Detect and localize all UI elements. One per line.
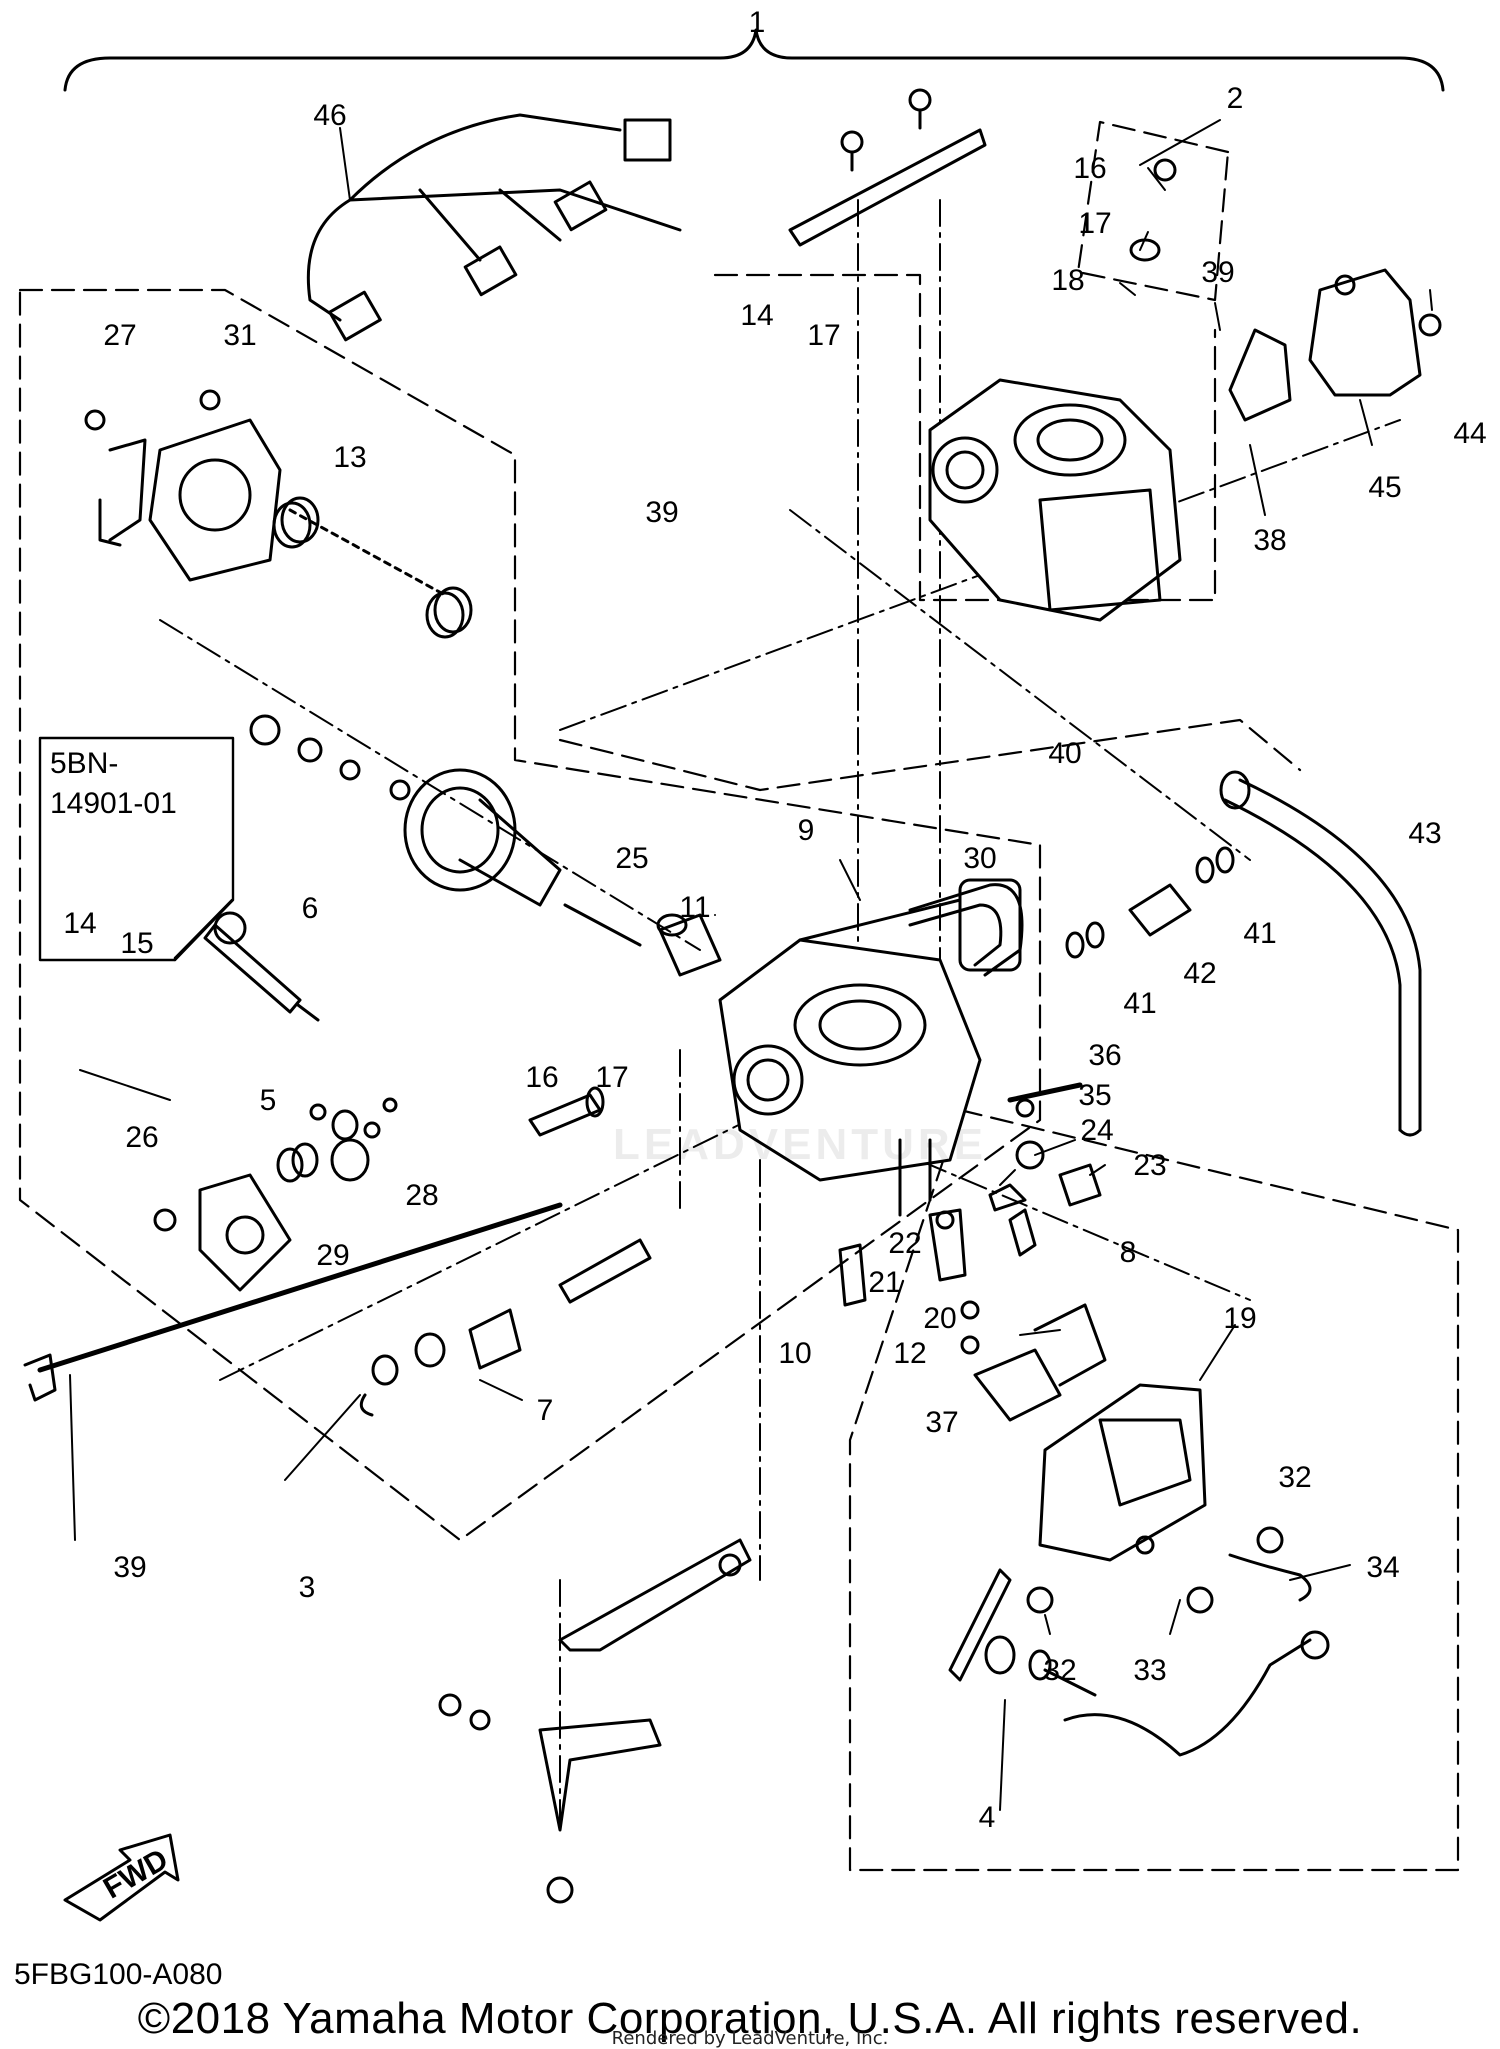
callout-6: 6: [302, 892, 319, 925]
group-outlines: [18, 120, 1460, 1872]
callout-37: 37: [925, 1406, 958, 1439]
float-37: [973, 1303, 1107, 1422]
callout-15: 15: [120, 927, 153, 960]
callout-1: 1: [749, 6, 766, 39]
group-outline-mid: [558, 718, 1302, 792]
callout-10: 10: [778, 1337, 811, 1370]
float-bowl-19: [1038, 1383, 1207, 1562]
callout-30: 30: [963, 842, 996, 875]
copyright-notice: ©2018 Yamaha Motor Corporation, U.S.A. A…: [137, 1994, 1363, 2043]
piston-valve-25: [249, 714, 642, 947]
callout-16b: 16: [525, 1061, 558, 1094]
cover-26: [153, 1138, 370, 1292]
throttle-shaft-39: [23, 1202, 563, 1402]
callout-36: 36: [1088, 1039, 1121, 1072]
callout-5: 5: [260, 1084, 277, 1117]
rendered-by-note: Rendered by LeadVenture, Inc.: [611, 2028, 889, 2049]
pilot-screw-5: [203, 911, 398, 1141]
leader-lines: [69, 119, 1433, 1811]
callout-17b: 17: [807, 319, 840, 352]
needle-jet-7: [359, 1238, 652, 1417]
bottom-brackets: [438, 1538, 752, 1904]
callout-8: 8: [1120, 1236, 1137, 1269]
callout-13: 13: [333, 441, 366, 474]
group-outline-19: [848, 1108, 1460, 1872]
kit-box-line2: 14901-01: [50, 787, 177, 820]
watermark: LEADVENTURE: [612, 1120, 988, 1169]
group-outline-front: [713, 273, 1217, 602]
link-lever: [948, 1526, 1312, 1682]
callout-14b: 14: [63, 907, 96, 940]
tube-42: [1065, 846, 1235, 959]
callout-19: 19: [1223, 1302, 1256, 1335]
callout-41: 41: [1123, 987, 1156, 1020]
callout-9: 9: [798, 814, 815, 847]
diagram-code: 5FBG100-A080: [14, 1958, 223, 1991]
top-bracket: [788, 88, 987, 247]
sensor-45: [1228, 268, 1442, 422]
callout-46: 46: [313, 99, 346, 132]
callout-2: 2: [1227, 82, 1244, 115]
callout-12: 12: [893, 1337, 926, 1370]
callout-34: 34: [1366, 1551, 1399, 1584]
callout-17c: 17: [595, 1061, 628, 1094]
callout-32b: 32: [1043, 1654, 1076, 1687]
callout-35: 35: [1078, 1079, 1111, 1112]
callout-17: 17: [1078, 207, 1111, 240]
callout-25: 25: [615, 842, 648, 875]
callout-21: 21: [868, 1266, 901, 1299]
callout-39: 39: [1201, 256, 1234, 289]
callout-3: 3: [299, 1571, 316, 1604]
callout-40: 40: [1048, 737, 1081, 770]
callout-18: 18: [1051, 264, 1084, 297]
callout-45: 45: [1368, 471, 1401, 504]
callout-7: 7: [537, 1394, 554, 1427]
assembly-brace: [63, 28, 1445, 92]
fuel-hose-43: [1219, 770, 1422, 1137]
wire-harness: [306, 113, 682, 342]
callout-23: 23: [1133, 1149, 1166, 1182]
diaphragm-cover-left: [84, 389, 282, 582]
fwd-arrow: [63, 1833, 180, 1922]
carburetor-body-upper: [928, 378, 1182, 622]
callout-20: 20: [923, 1302, 956, 1335]
throttle-cable-4: [984, 1630, 1330, 1757]
callout-14: 14: [740, 299, 773, 332]
callout-16: 16: [1073, 152, 1106, 185]
callout-32: 32: [1278, 1461, 1311, 1494]
callout-39b: 39: [645, 496, 678, 529]
spring-13: [272, 496, 473, 639]
callout-labels: 1 2 3 4 5 6 7 8 9 10 11 12 13 14 14 15 1…: [50, 6, 1487, 1905]
callout-28: 28: [405, 1179, 438, 1212]
callout-26: 26: [125, 1121, 158, 1154]
callout-43: 43: [1408, 817, 1441, 850]
callout-22: 22: [888, 1227, 921, 1260]
jet-11: [656, 913, 722, 977]
callout-38: 38: [1253, 524, 1286, 557]
callout-33: 33: [1133, 1654, 1166, 1687]
carburetor-body-center: [718, 878, 1022, 1217]
group-outline-3: [18, 288, 1042, 1542]
kit-box-line1: 5BN-: [50, 747, 118, 780]
callout-44: 44: [1453, 417, 1486, 450]
callout-11: 11: [679, 891, 710, 924]
callout-39c: 39: [113, 1551, 146, 1584]
callout-31: 31: [223, 319, 256, 352]
callout-27: 27: [103, 319, 136, 352]
callout-4: 4: [979, 1801, 996, 1834]
small-parts-cluster: [838, 1082, 1102, 1355]
callout-41b: 41: [1243, 917, 1276, 950]
callout-42: 42: [1183, 957, 1216, 990]
callout-29: 29: [316, 1239, 349, 1272]
callout-24: 24: [1080, 1114, 1113, 1147]
fuel-pipe-30: [908, 883, 1024, 977]
